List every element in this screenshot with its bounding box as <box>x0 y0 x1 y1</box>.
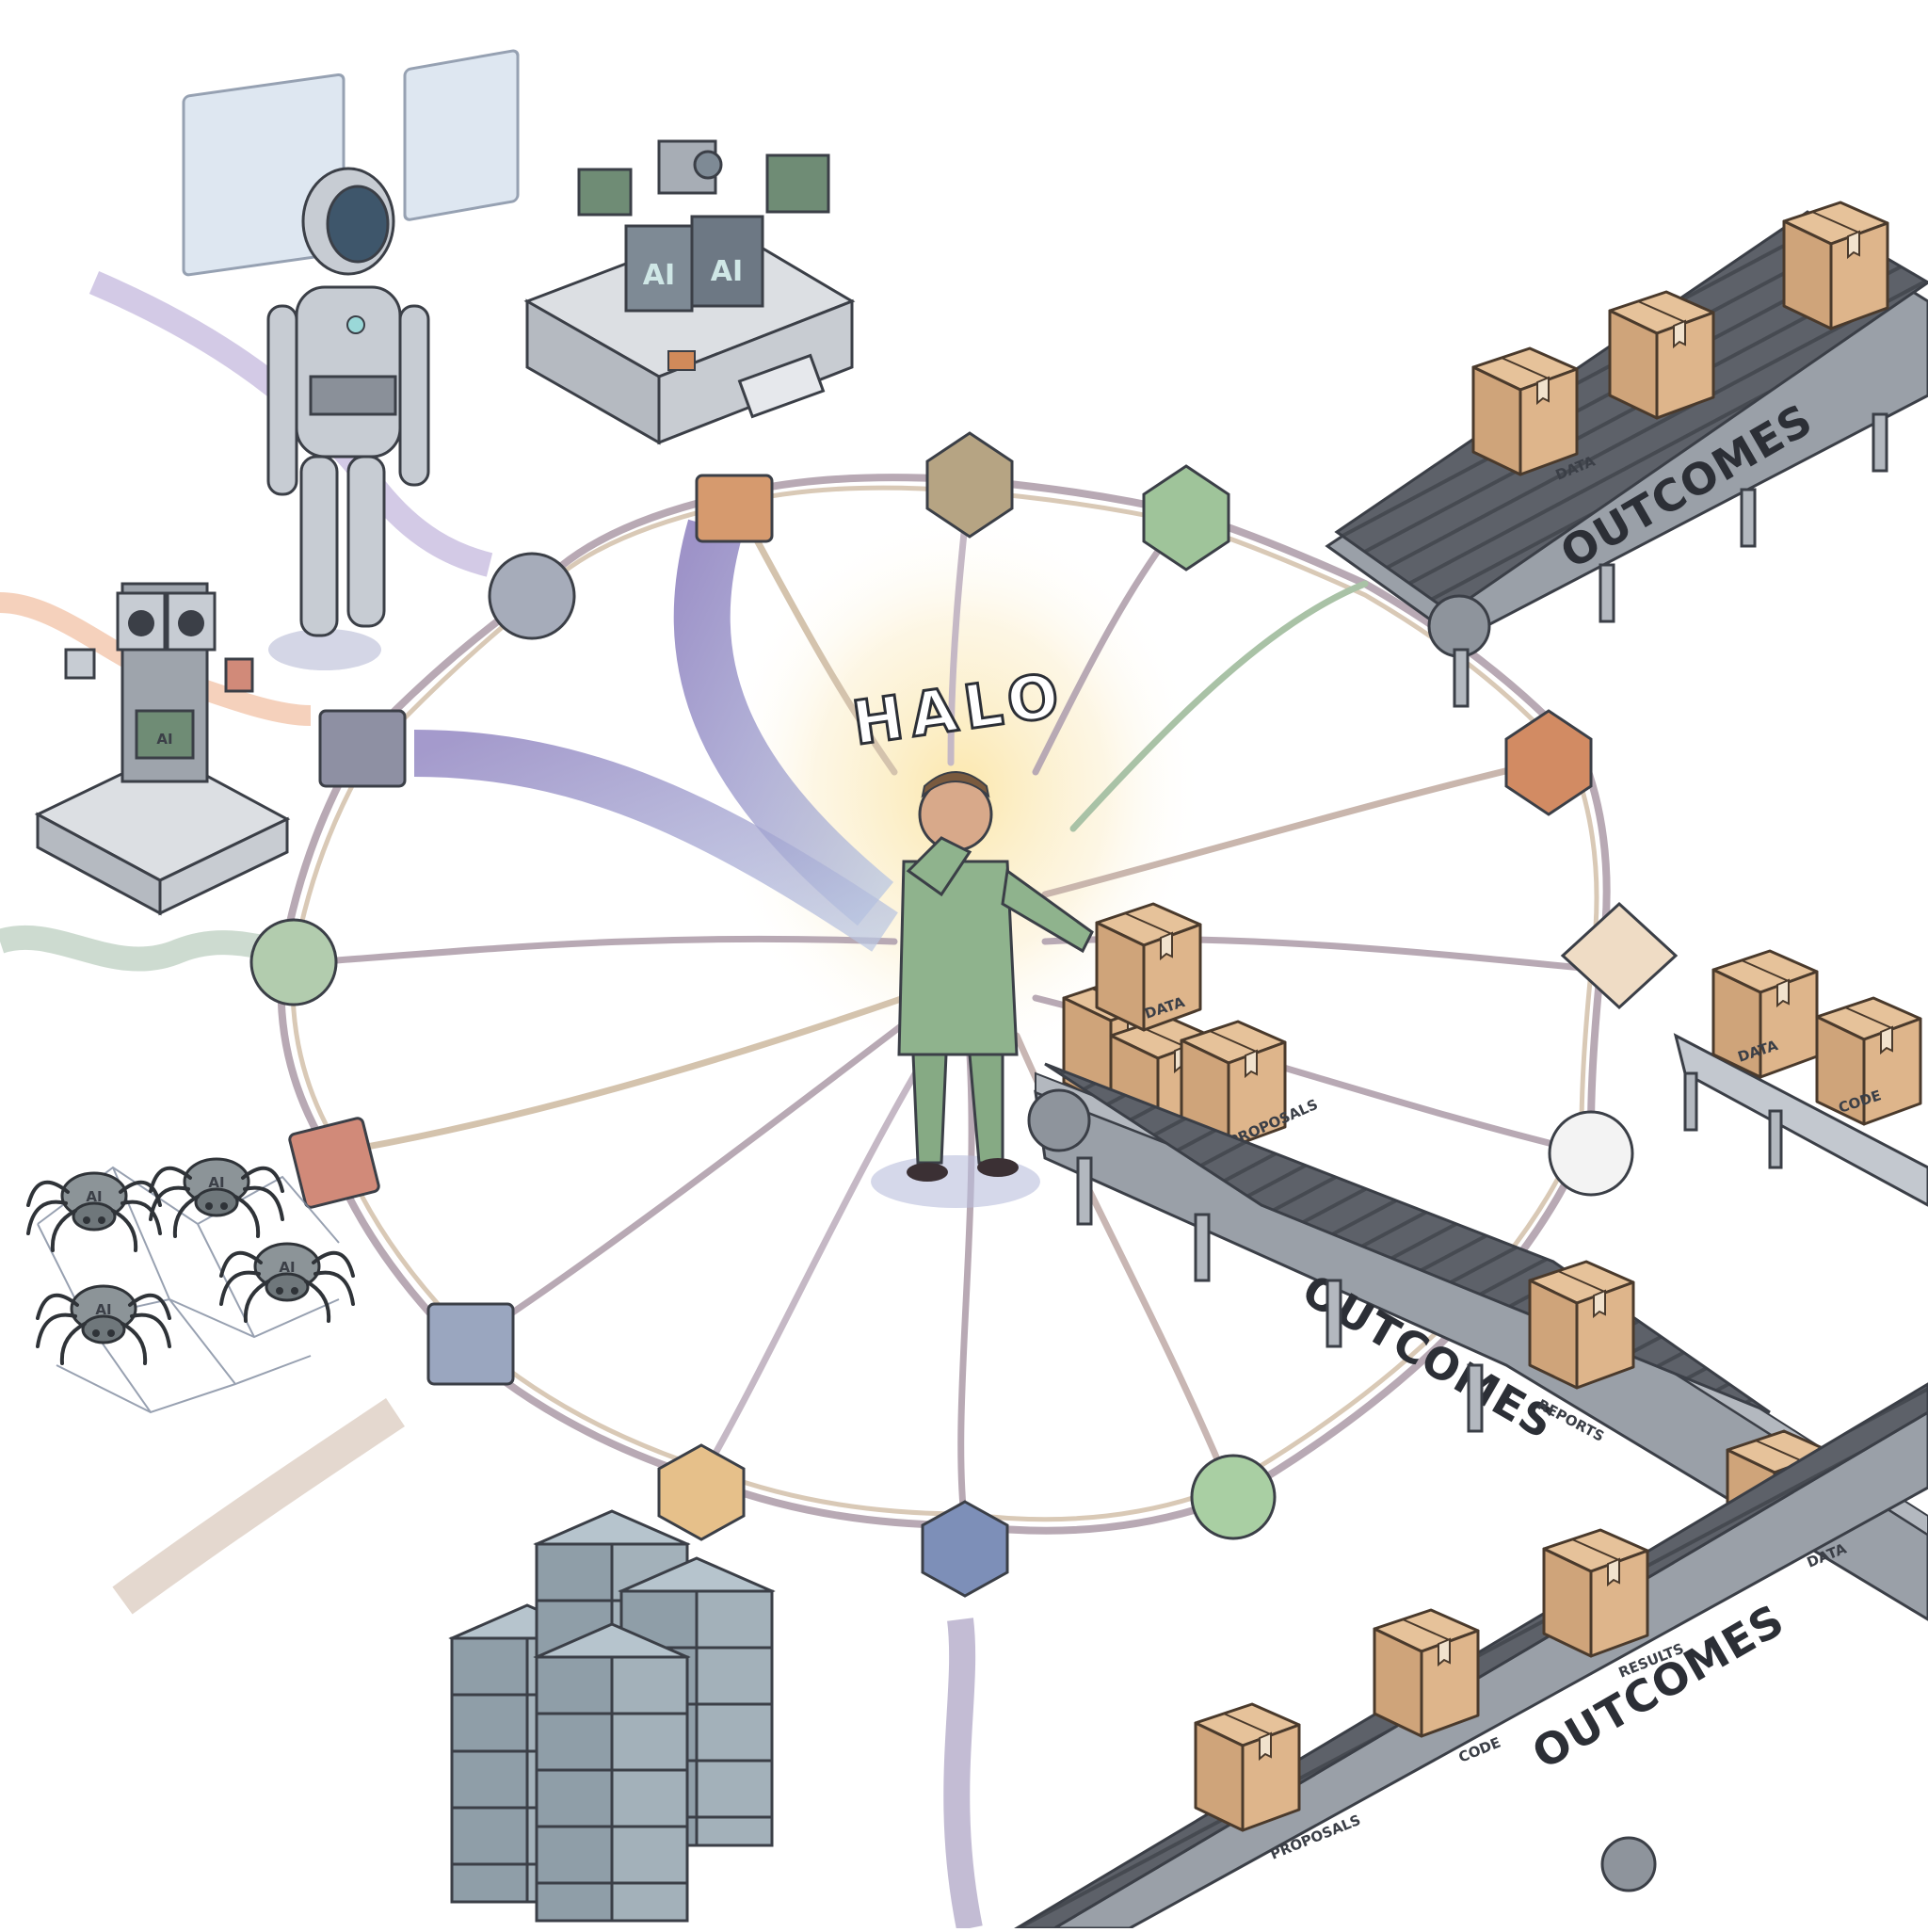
conveyor-side: DATA CODE <box>1673 949 1928 1207</box>
node-blue-octa <box>921 1500 1009 1598</box>
machine-label-left: AI <box>643 259 675 292</box>
node-green-icosa <box>1142 464 1230 572</box>
node-white-sphere <box>1548 1110 1634 1197</box>
machine-label-right: AI <box>711 255 743 288</box>
monitor-left <box>577 168 633 217</box>
node-mint-sphere <box>1190 1454 1277 1540</box>
tower-chip-label: AI <box>156 731 172 748</box>
conveyor-top: OUTCOMES DATA <box>1325 201 1928 708</box>
node-copper-icosa <box>1504 709 1593 816</box>
network-ring <box>277 474 1611 1535</box>
ai-machine-top: AI AI <box>523 139 856 445</box>
node-grey-sphere <box>488 552 576 640</box>
ring-nodes <box>249 431 1679 1598</box>
beige-stream <box>112 1398 405 1615</box>
ai-tower-left: AI <box>34 582 291 916</box>
node-red-cube <box>288 1117 380 1209</box>
lavender-stream <box>88 271 493 577</box>
node-cream-octa <box>1560 901 1679 1010</box>
bottom-stream <box>943 1618 983 1931</box>
green-stream <box>0 925 293 972</box>
spider-label-2: AI <box>208 1174 224 1191</box>
spider-swarm: AI AI AI AI <box>26 1157 355 1414</box>
person-figure <box>871 771 1094 1208</box>
monitor-right <box>765 153 830 214</box>
hologram-screen-right <box>403 49 520 221</box>
conveyor-middle: OUTCOMES REPORTS DATA <box>1027 1062 1928 1621</box>
purple-stream-b <box>413 730 898 952</box>
node-olive-hex <box>925 431 1014 539</box>
node-slate-cube <box>318 709 407 788</box>
server-cluster <box>448 1509 776 1923</box>
spider-label-3: AI <box>95 1301 111 1318</box>
spider-label-4: AI <box>279 1259 295 1276</box>
purple-stream-a <box>673 519 894 926</box>
server-stack-4 <box>533 1622 691 1923</box>
humanoid-robot <box>182 49 520 670</box>
spider-label-1: AI <box>86 1188 102 1205</box>
node-gold-icosa <box>657 1443 746 1541</box>
node-green-sphere <box>249 918 338 1006</box>
node-blue-cube <box>426 1302 515 1386</box>
node-orange-cube <box>695 474 774 543</box>
conveyor-bottom: OUTCOMES PROPOSALS CODE RESULTS <box>1011 1382 1928 1930</box>
keypad <box>737 353 826 419</box>
